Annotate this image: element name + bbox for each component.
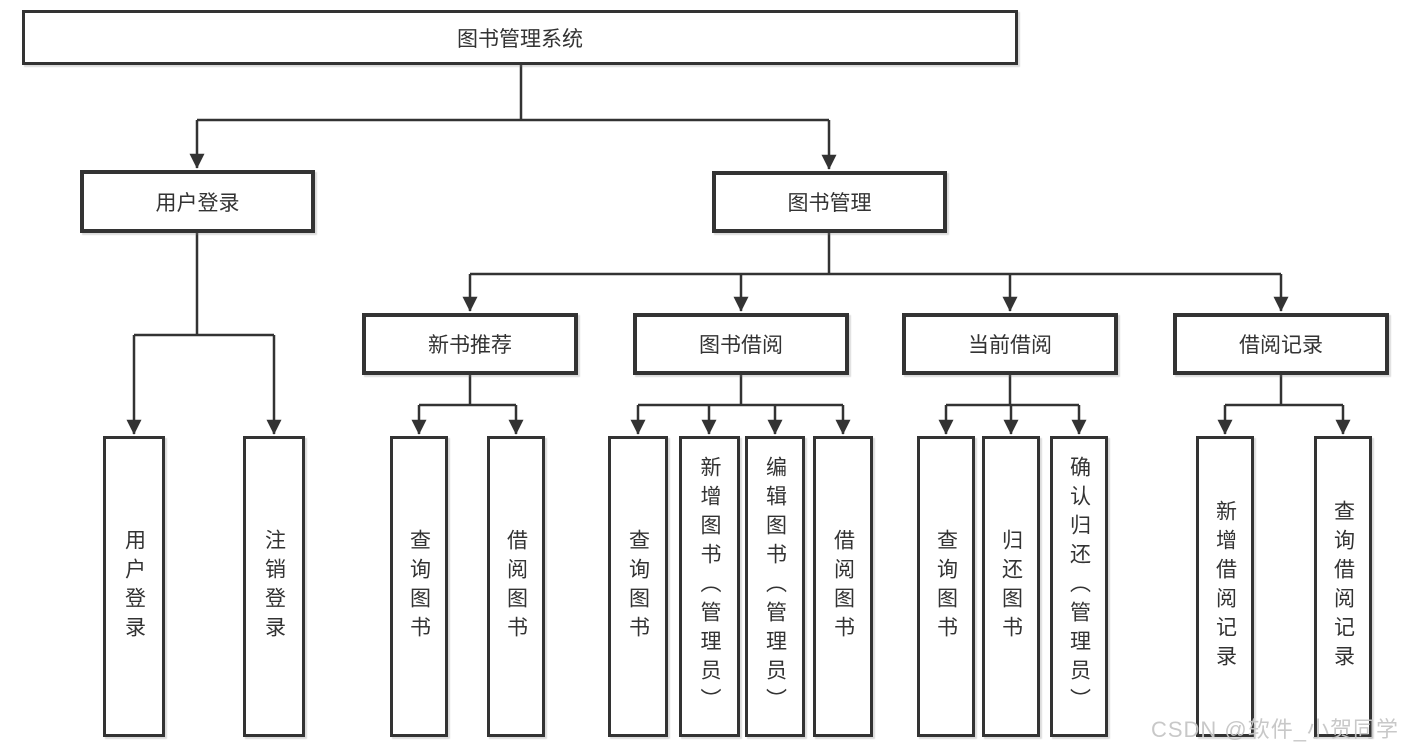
leaf-add-books-admin: 新增图书（管理员） bbox=[679, 436, 740, 737]
leaf-query-borrow-record: 查询借阅记录 bbox=[1314, 436, 1372, 737]
node-borrow-records: 借阅记录 bbox=[1173, 313, 1389, 375]
leaf-label: 查询图书 bbox=[934, 528, 958, 645]
leaf-label: 查询图书 bbox=[407, 528, 431, 645]
leaf-label: 归还图书 bbox=[999, 528, 1023, 645]
leaf-borrow-books-recommend: 借阅图书 bbox=[487, 436, 545, 737]
leaf-label: 新增借阅记录 bbox=[1213, 499, 1237, 674]
leaf-query-books-recommend: 查询图书 bbox=[390, 436, 448, 737]
csdn-watermark: CSDN @软件_小贺同学 bbox=[1150, 717, 1399, 742]
leaf-label: 查询借阅记录 bbox=[1331, 499, 1355, 674]
leaf-logout: 注销登录 bbox=[243, 436, 305, 737]
node-root-system: 图书管理系统 bbox=[22, 10, 1018, 65]
leaf-label: 确认归还（管理员） bbox=[1067, 456, 1091, 717]
leaf-query-books-borrow: 查询图书 bbox=[608, 436, 668, 737]
leaf-label: 编辑图书（管理员） bbox=[763, 456, 787, 717]
leaf-user-login: 用户登录 bbox=[103, 436, 165, 737]
leaf-label: 用户登录 bbox=[122, 528, 146, 645]
connector-root bbox=[189, 65, 837, 170]
leaf-label: 注销登录 bbox=[262, 528, 286, 645]
connector-new-book-recommend bbox=[411, 375, 524, 435]
node-book-management: 图书管理 bbox=[712, 171, 947, 233]
connector-book-borrow bbox=[630, 375, 851, 435]
leaf-query-books-current: 查询图书 bbox=[917, 436, 975, 737]
connector-user-login bbox=[126, 233, 282, 435]
connector-borrow-records bbox=[1217, 375, 1351, 435]
leaf-add-borrow-record: 新增借阅记录 bbox=[1196, 436, 1254, 737]
leaf-return-books: 归还图书 bbox=[982, 436, 1040, 737]
leaf-label: 借阅图书 bbox=[831, 528, 855, 645]
connector-book-management bbox=[462, 233, 1289, 312]
leaf-label: 新增图书（管理员） bbox=[698, 456, 721, 717]
leaf-borrow-books: 借阅图书 bbox=[813, 436, 873, 737]
leaf-label: 查询图书 bbox=[626, 528, 650, 645]
node-user-login: 用户登录 bbox=[80, 170, 315, 233]
node-book-borrow: 图书借阅 bbox=[633, 313, 849, 375]
connector-current-borrow bbox=[938, 375, 1087, 435]
node-current-borrow: 当前借阅 bbox=[902, 313, 1118, 375]
leaf-confirm-return-admin: 确认归还（管理员） bbox=[1050, 436, 1108, 737]
leaf-edit-books-admin: 编辑图书（管理员） bbox=[745, 436, 805, 737]
node-new-book-recommend: 新书推荐 bbox=[362, 313, 578, 375]
leaf-label: 借阅图书 bbox=[504, 528, 528, 645]
